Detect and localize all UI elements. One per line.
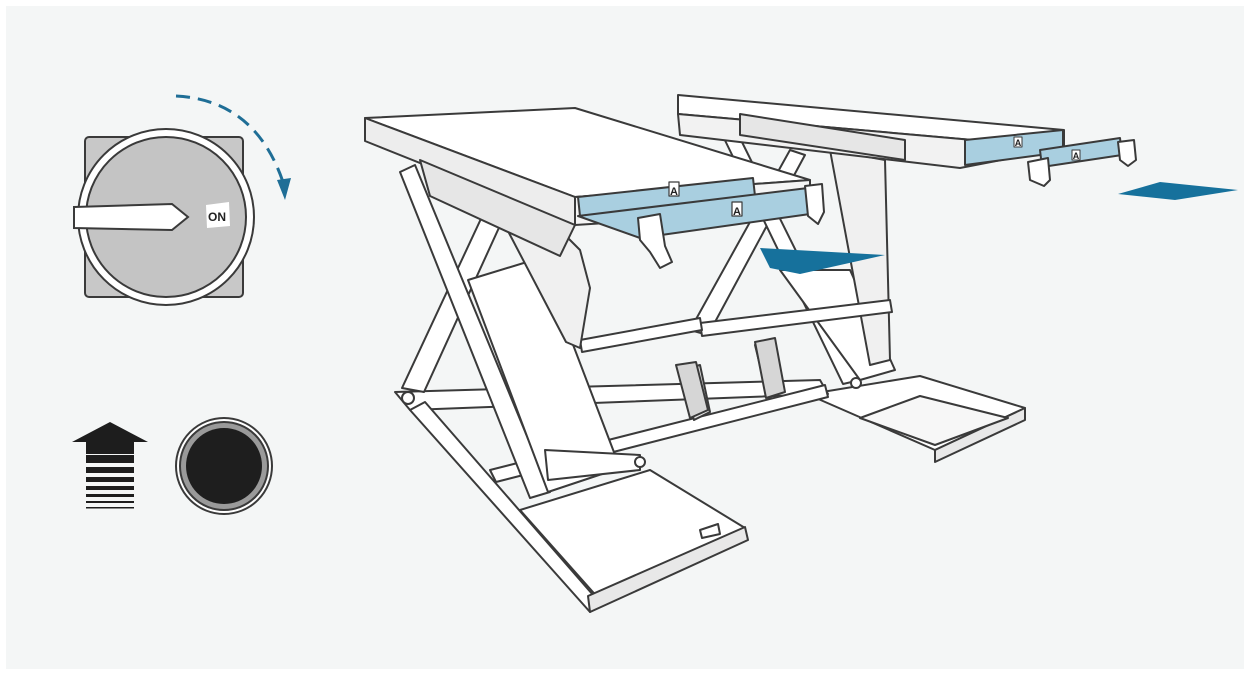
label-rear-right-outer: A <box>1073 151 1080 161</box>
label-front-left-outer: A <box>733 206 741 218</box>
extend-arrow-icon-rear <box>1118 182 1238 200</box>
on-tag <box>206 202 230 228</box>
scissor-lift <box>364 94 1137 613</box>
label-rear-right-inner: A <box>1015 138 1022 148</box>
main-switch[interactable]: ON <box>73 128 255 306</box>
rotation-arrow-icon <box>175 94 291 200</box>
on-label: ON <box>208 210 226 224</box>
label-front-left-inner: A <box>670 186 678 198</box>
raise-push-button[interactable] <box>175 417 273 515</box>
raise-up-arrow-icon <box>72 422 148 509</box>
switch-handle[interactable] <box>73 202 190 232</box>
front-scissor-arm-2 <box>399 164 551 499</box>
extend-arrow-icon-front <box>760 248 885 274</box>
